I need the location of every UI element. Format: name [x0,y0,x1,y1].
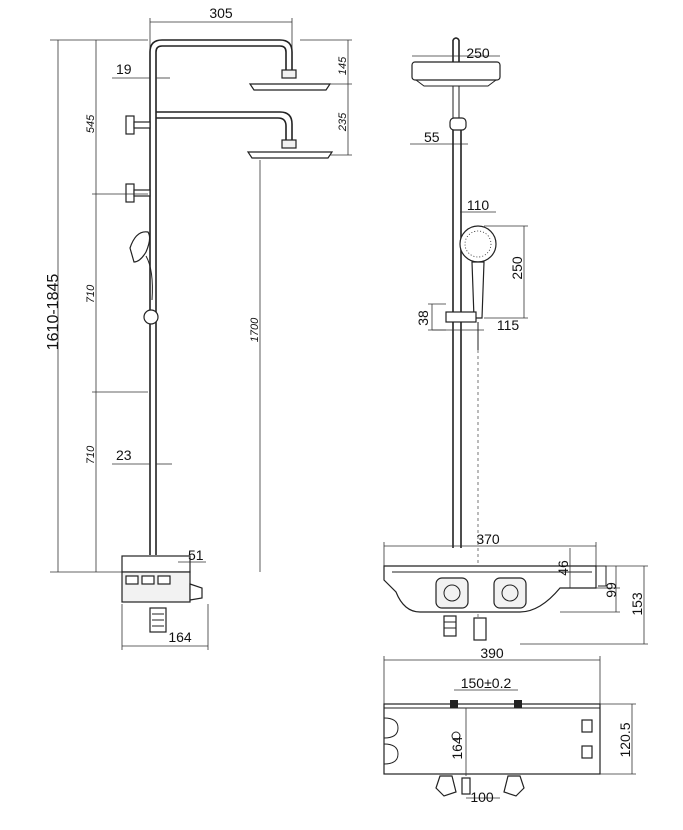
dim-38: 38 [415,310,431,326]
dim-235: 235 [337,112,349,132]
right-foot [503,775,525,797]
dim-1700: 1700 [249,317,261,342]
right-shower-head [411,61,501,81]
upper-wall-bracket [125,115,151,135]
dim-305: 305 [209,5,233,21]
dim-164-plan: 164 [449,736,465,760]
right-connector [514,700,522,708]
thermostatic-shelf-valve [383,565,607,613]
lower-shower-head [246,151,334,159]
dim-100: 100 [470,789,494,805]
dim-370: 370 [476,531,500,547]
hand-holder [445,311,477,323]
dim-153: 153 [629,592,645,616]
right-view: 250 55 110 250 38 115 [383,37,648,645]
dim-115: 115 [497,317,520,333]
dim-19: 19 [116,61,132,77]
left-connector [450,700,458,708]
dim-710-lower: 710 [85,445,97,464]
dim-145: 145 [337,56,349,75]
plan-body [383,703,601,775]
dim-150: 150±0.2 [461,675,512,691]
dim-110: 110 [467,197,490,213]
right-knob [493,577,527,609]
outlet-spout [473,617,487,641]
upper-head-connector [281,69,297,79]
dim-99: 99 [603,582,619,598]
thermostatic-valve-left [121,555,203,633]
arm-connector [449,117,467,131]
dim-545: 545 [85,114,97,133]
dim-23: 23 [116,447,132,463]
inlet-thread [443,615,457,637]
left-foot [435,775,457,797]
lower-wall-bracket [125,183,151,203]
dim-250-head: 250 [466,45,490,61]
dim-46: 46 [555,560,571,576]
left-view: 305 19 145 235 [45,5,352,650]
hand-shower-right [459,225,497,319]
upper-shower-head [248,83,332,91]
lower-head-connector [281,139,297,149]
plan-view: 390 150±0.2 164 120.5 100 [383,645,636,805]
dim-164-left: 164 [168,629,192,645]
hand-shower-left [129,231,159,325]
left-knob [435,577,469,609]
dim-51: 51 [188,547,204,563]
dim-390: 390 [480,645,504,661]
dim-710-upper: 710 [85,284,97,303]
dim-55: 55 [424,129,440,145]
dim-1610-1845: 1610-1845 [45,274,62,351]
dim-120-5: 120.5 [617,722,633,757]
dim-250-hand: 250 [509,256,525,280]
